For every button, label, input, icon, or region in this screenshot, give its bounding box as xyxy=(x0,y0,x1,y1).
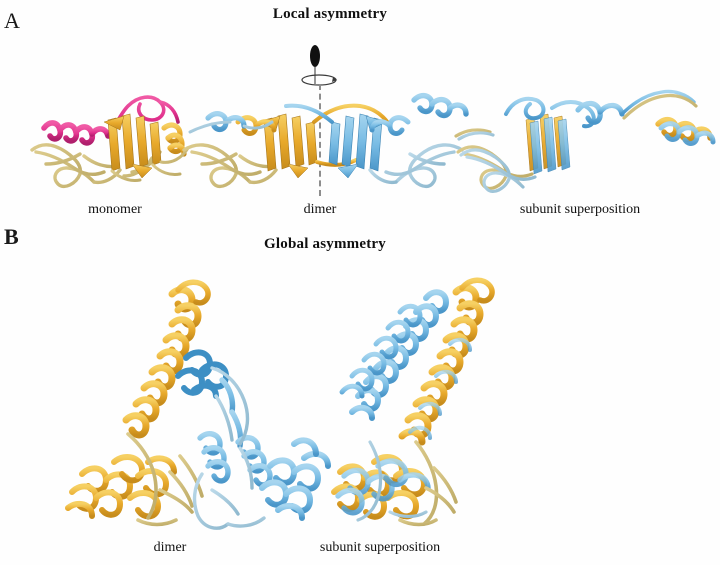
label-superposition-local: subunit superposition xyxy=(519,202,641,217)
label-dimer-local: dimer xyxy=(303,202,337,217)
structure-dimer-global xyxy=(52,276,342,534)
structure-superposition-local xyxy=(452,74,718,196)
panel-b-letter: B xyxy=(4,224,20,249)
structure-dimer-local xyxy=(178,70,469,198)
label-superposition-global: subunit superposition xyxy=(319,540,441,555)
panel-a-letter: A xyxy=(4,8,21,33)
structure-monomer xyxy=(24,72,209,197)
symmetry-axis-dashed-line xyxy=(319,84,321,196)
label-dimer-global: dimer xyxy=(153,540,187,555)
panel-a-title: Local asymmetry xyxy=(272,6,388,22)
label-monomer: monomer xyxy=(88,202,142,217)
two-fold-axis-symbol xyxy=(300,44,340,90)
structure-superposition-global xyxy=(330,276,580,534)
panel-b-title: Global asymmetry xyxy=(264,236,386,252)
